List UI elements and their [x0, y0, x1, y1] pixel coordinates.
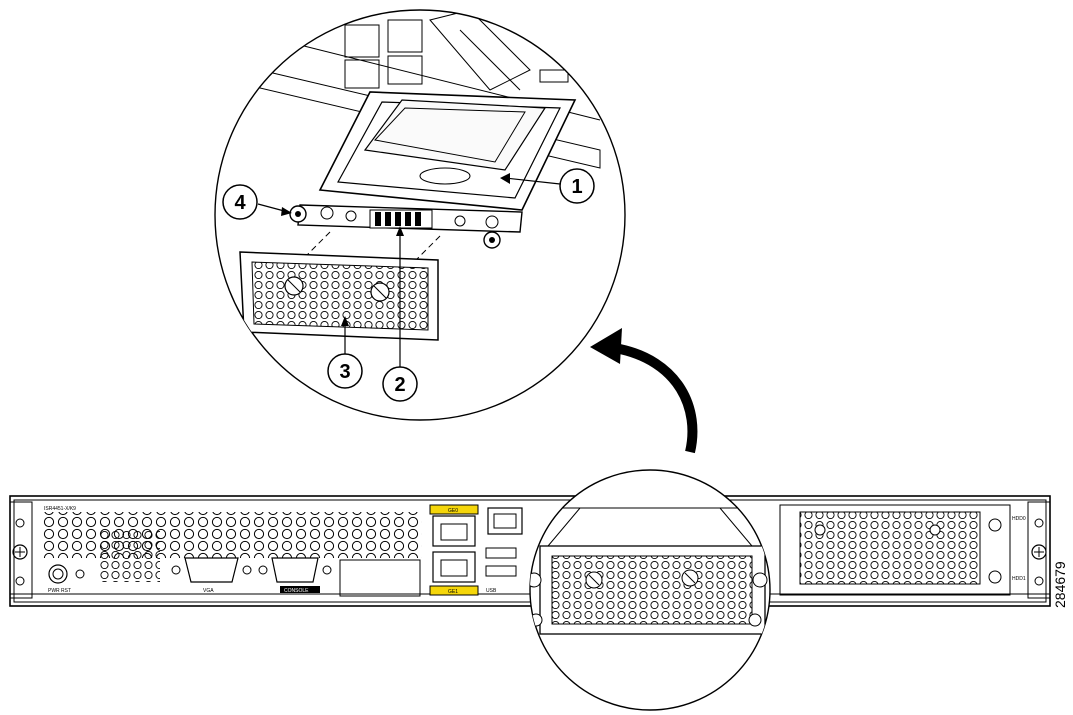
- vga-label: VGA: [203, 588, 214, 594]
- vent-grille-left: [42, 512, 422, 558]
- usb-ports: [485, 547, 517, 577]
- bottom-magnifier: [529, 469, 771, 711]
- blank-label-area: [339, 559, 421, 597]
- top-magnifier: [214, 9, 626, 421]
- figure-id: 284679: [1052, 561, 1068, 608]
- right-drive-bay: [779, 504, 1011, 596]
- callout-4-label: 4: [234, 192, 246, 214]
- callout-2: 2: [382, 366, 418, 402]
- callout-1: 1: [559, 168, 595, 204]
- callout-2-label: 2: [394, 374, 405, 396]
- console-port: [258, 557, 332, 593]
- hdd0-label: HDD0: [1012, 516, 1026, 522]
- leader-1: [504, 177, 561, 185]
- console-label: CONSOLE: [284, 588, 309, 594]
- vga-port: [171, 557, 252, 583]
- ethernet-ports: [429, 504, 479, 596]
- pwr-rst-label: PWR RST: [48, 588, 71, 594]
- callout-3: 3: [327, 353, 363, 389]
- callout-1-label: 1: [571, 176, 582, 198]
- hdd1-label: HDD1: [1012, 576, 1026, 582]
- callout-4: 4: [222, 184, 258, 220]
- usb-label: USB: [486, 588, 497, 594]
- ge0-label: GE0: [448, 508, 458, 514]
- model-label: ISR4451-X/K9: [44, 506, 76, 512]
- ge1-label: GE1: [448, 589, 458, 595]
- callout-3-label: 3: [339, 361, 350, 383]
- management-port: [487, 507, 523, 535]
- power-reset-button: [48, 564, 85, 584]
- magnify-arrow: [590, 328, 698, 454]
- vent-grille-lower: [100, 530, 160, 582]
- left-mounting-ear: [9, 501, 33, 599]
- right-mounting-ear: [1027, 501, 1051, 599]
